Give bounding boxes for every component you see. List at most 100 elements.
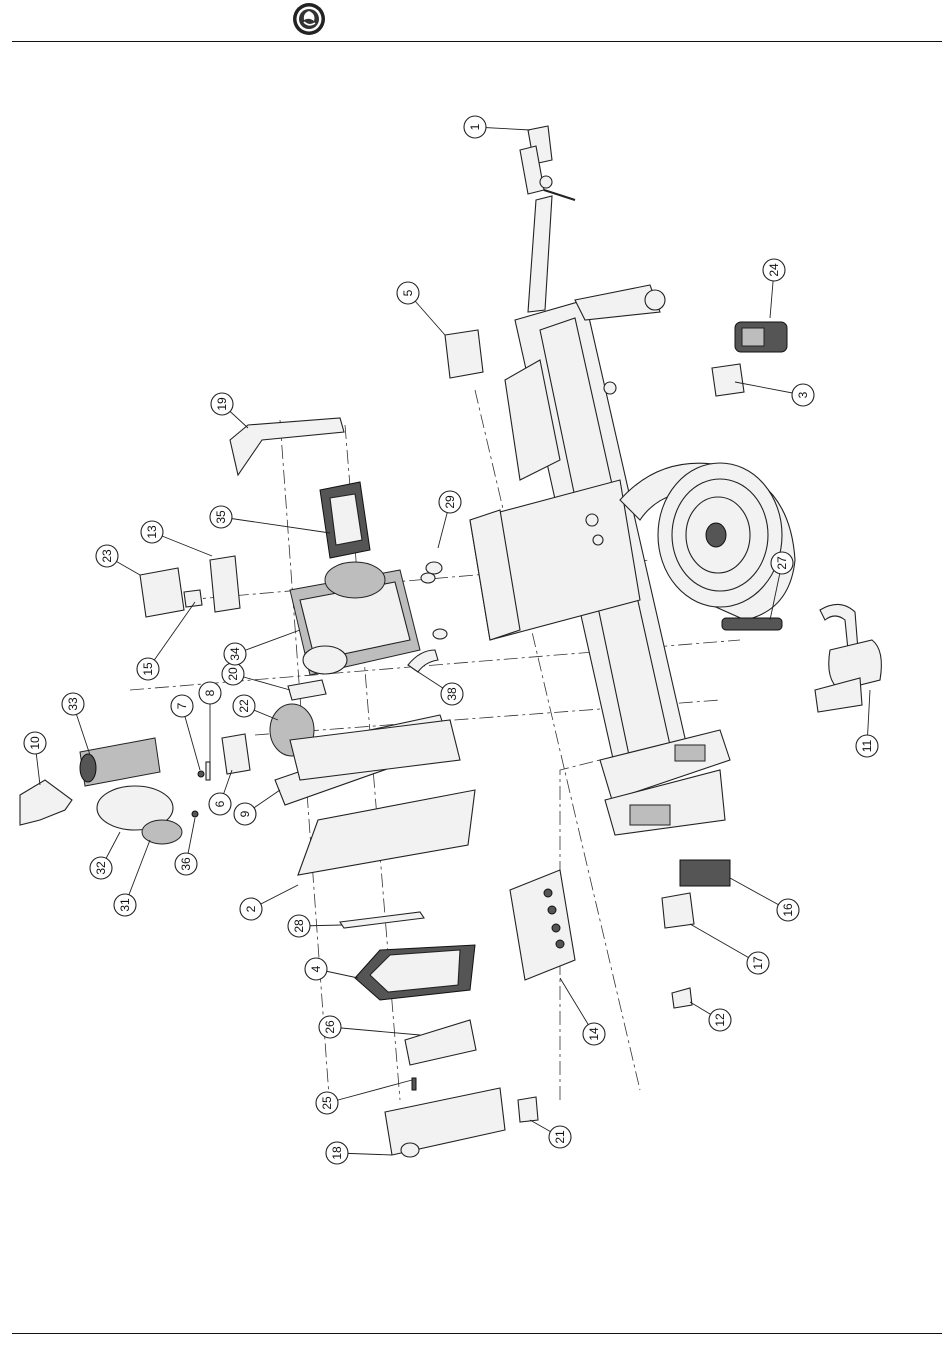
- muffler-11-part: [815, 604, 881, 712]
- callout-25: 25: [316, 1092, 338, 1114]
- gasket-28-part: [340, 912, 424, 928]
- pulley-31-part: [142, 820, 182, 844]
- screw-25-part: [412, 1078, 416, 1090]
- callout-label: 11: [860, 739, 874, 752]
- clip-12-part: [672, 988, 692, 1008]
- callout-33: 33: [62, 693, 84, 715]
- callout-label: 4: [309, 965, 323, 972]
- callout-5: 5: [397, 282, 419, 304]
- fan-20-part: [288, 680, 326, 700]
- plate-21-part: [518, 1097, 538, 1122]
- spring-27-part: [722, 618, 782, 630]
- callout-16: 16: [777, 899, 799, 921]
- tank-18-part: [385, 1088, 505, 1157]
- callout-label: 15: [141, 662, 155, 676]
- callout-label: 28: [292, 919, 306, 933]
- callout-label: 14: [587, 1027, 601, 1041]
- callout-7: 7: [171, 695, 193, 717]
- cover-plate-5-part: [445, 330, 483, 378]
- pin-8-part: [206, 762, 210, 780]
- callout-label: 5: [401, 289, 415, 296]
- bushing-29c-part: [433, 629, 447, 639]
- callout-label: 18: [330, 1146, 344, 1160]
- callout-label: 6: [213, 800, 227, 807]
- callout-leader-26: [330, 1027, 420, 1035]
- bushing-29b-part: [421, 573, 435, 583]
- callout-15: 15: [137, 658, 159, 680]
- plate-9-frame-part: [290, 720, 460, 780]
- callout-20: 20: [222, 663, 244, 685]
- callout-24: 24: [763, 259, 785, 281]
- callout-32: 32: [90, 857, 112, 879]
- callout-label: 32: [94, 861, 108, 875]
- callout-27: 27: [771, 552, 793, 574]
- callout-label: 13: [145, 525, 159, 539]
- callout-leader-35: [221, 517, 330, 533]
- callout-18: 18: [326, 1142, 348, 1164]
- callout-29: 29: [439, 491, 461, 513]
- callout-label: 29: [443, 495, 457, 509]
- callout-label: 38: [445, 687, 459, 701]
- callout-4: 4: [305, 958, 327, 980]
- belt-strip-19-part: [230, 418, 344, 475]
- callout-9: 9: [234, 803, 256, 825]
- callout-13: 13: [141, 521, 163, 543]
- bracket-3-part: [712, 364, 744, 396]
- callout-8: 8: [199, 682, 221, 704]
- callout-38: 38: [441, 683, 463, 705]
- panel-10-part: [20, 780, 72, 825]
- callout-23: 23: [96, 545, 118, 567]
- shroud-33-part: [80, 738, 160, 786]
- callout-31: 31: [114, 894, 136, 916]
- callout-label: 16: [781, 903, 795, 917]
- callout-label: 27: [775, 556, 789, 570]
- box-26-part: [405, 1020, 476, 1065]
- callout-label: 3: [796, 391, 810, 398]
- callout-label: 24: [767, 263, 781, 277]
- callout-35: 35: [210, 506, 232, 528]
- callout-6: 6: [209, 793, 231, 815]
- callout-label: 2: [244, 905, 258, 912]
- callout-26: 26: [319, 1016, 341, 1038]
- bushing-29-part: [426, 562, 442, 574]
- callout-11: 11: [856, 735, 878, 757]
- callout-21: 21: [549, 1126, 571, 1148]
- callout-19: 19: [211, 393, 233, 415]
- pump-24-part: [735, 322, 787, 352]
- callout-34: 34: [224, 643, 246, 665]
- callout-14: 14: [583, 1023, 605, 1045]
- air-cleaner-23-part: [140, 568, 184, 617]
- callout-label: 36: [179, 857, 193, 871]
- callout-label: 12: [713, 1013, 727, 1027]
- callout-3: 3: [792, 384, 814, 406]
- callout-label: 33: [66, 697, 80, 711]
- callout-label: 9: [238, 810, 252, 817]
- tow-bar-part: [520, 126, 575, 312]
- engine-assembly-part: [290, 482, 420, 675]
- callout-label: 35: [214, 510, 228, 524]
- gasket-13-part: [210, 556, 240, 612]
- base-plate-2-part: [298, 790, 475, 875]
- callout-label: 26: [323, 1020, 337, 1034]
- callout-label: 22: [237, 699, 251, 713]
- callout-label: 25: [320, 1096, 334, 1110]
- nut-36-part: [192, 811, 198, 817]
- callout-leader-17: [690, 924, 758, 963]
- callout-label: 17: [751, 956, 765, 970]
- callout-12: 12: [709, 1009, 731, 1031]
- callout-label: 34: [228, 647, 242, 661]
- callout-17: 17: [747, 952, 769, 974]
- callout-2: 2: [240, 898, 262, 920]
- tank-4-part: [355, 945, 475, 1000]
- callout-label: 1: [468, 123, 482, 130]
- washer-7-part: [198, 771, 204, 777]
- callout-label: 19: [215, 397, 229, 411]
- callout-28: 28: [288, 915, 310, 937]
- callout-10: 10: [24, 732, 46, 754]
- control-box-14-part: [510, 870, 575, 980]
- callout-1: 1: [464, 116, 486, 138]
- callout-label: 8: [203, 689, 217, 696]
- callout-label: 7: [175, 702, 189, 709]
